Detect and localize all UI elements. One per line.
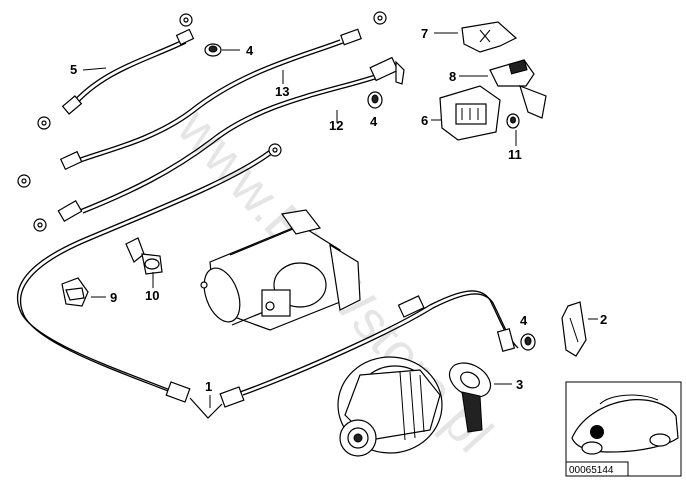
callout-13: 13	[275, 84, 289, 99]
callout-11: 11	[508, 147, 522, 162]
cable-13	[17, 11, 387, 188]
holder-6	[439, 85, 501, 141]
clip-9	[61, 277, 89, 307]
cable-12	[33, 56, 405, 232]
alternator	[337, 356, 443, 457]
leader-lines	[82, 32, 598, 408]
callout-4-right: 4	[520, 313, 528, 328]
callout-5: 5	[70, 62, 77, 77]
grommet-4-top	[204, 43, 222, 57]
cable-1	[16, 143, 519, 419]
callout-10: 10	[145, 288, 159, 303]
cable-5	[37, 13, 195, 130]
callout-6: 6	[421, 113, 428, 128]
cover-7	[461, 21, 518, 53]
vehicle-inset: 00065144	[565, 381, 682, 477]
reference-number: 00065144	[569, 465, 614, 476]
nut-11	[506, 113, 520, 129]
callout-3: 3	[516, 377, 523, 392]
callout-9: 9	[110, 290, 117, 305]
callout-4-top: 4	[246, 43, 254, 58]
callout-2: 2	[600, 312, 607, 327]
callout-7: 7	[421, 26, 428, 41]
callout-8: 8	[449, 69, 456, 84]
starter-motor	[200, 209, 361, 331]
callout-4-mid: 4	[370, 114, 378, 129]
location-marker	[590, 425, 604, 439]
holder-2	[561, 301, 587, 357]
grommet-4-right	[520, 333, 536, 351]
cover-8	[489, 59, 547, 119]
clip-10	[125, 237, 163, 275]
grommet-4-mid	[367, 91, 383, 109]
callout-labels: 5 4 13 12 4 7 8 6 11 9 10 1 4 2 3	[70, 26, 607, 394]
callout-1: 1	[205, 379, 212, 394]
cover-3	[448, 362, 492, 433]
callout-12: 12	[329, 118, 343, 133]
